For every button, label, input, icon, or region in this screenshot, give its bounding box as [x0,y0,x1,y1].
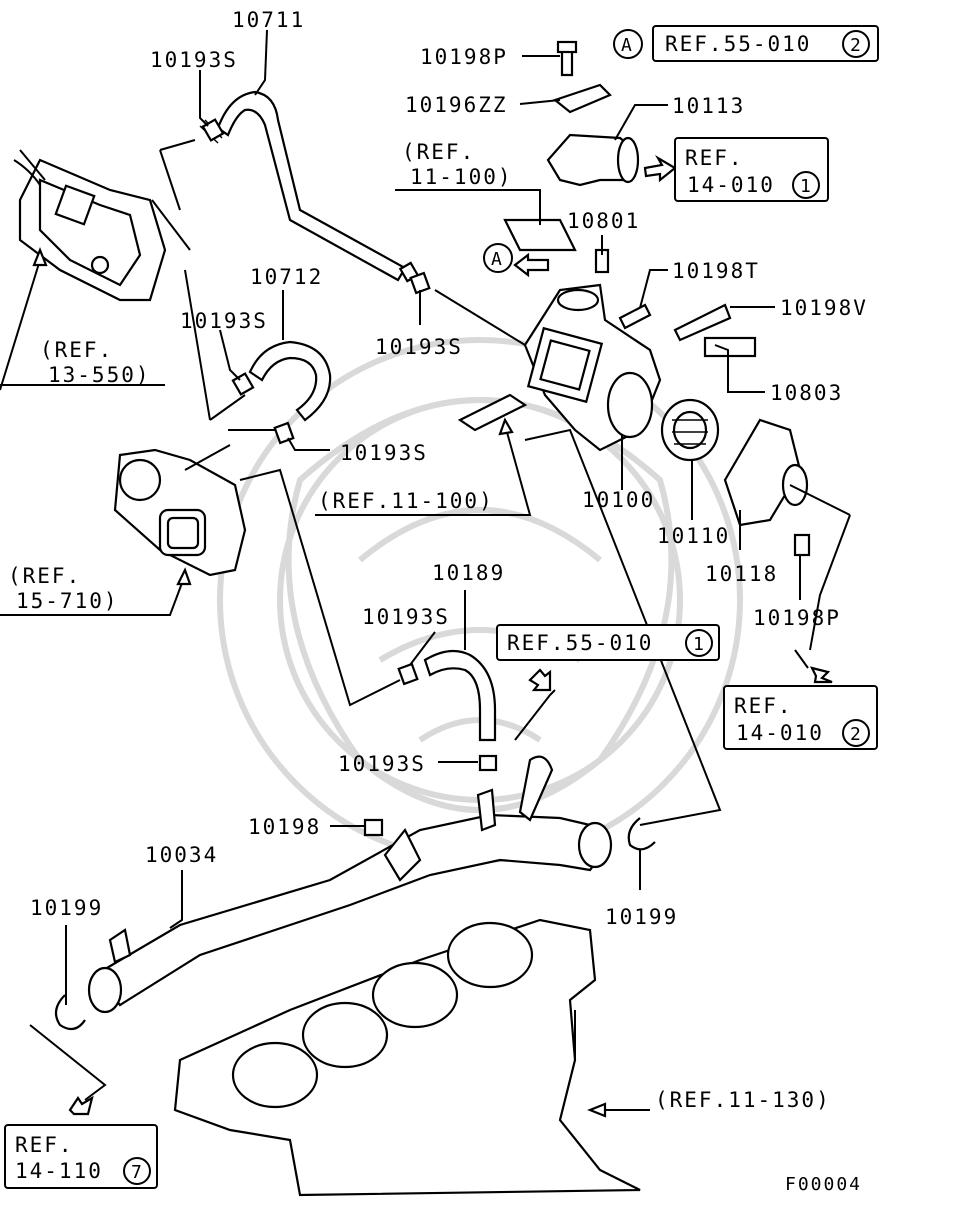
cylinder-head-gasket-drawing [173,918,641,1197]
label-10193s-c: 10193S [375,335,463,359]
ref-55-010-1-text: REF.55-010 [507,631,653,655]
ref-14-010-1-line1: REF. [685,146,744,170]
ref-11-130-text: (REF.11-130) [655,1088,831,1112]
water-outlet-drawing [546,133,640,187]
hose-10189-drawing [423,649,497,742]
ref-14-010-1-callout: REF. 14-010 1 [674,137,829,202]
ref-14-110-7-line2: 14-110 [15,1159,103,1183]
label-10189: 10189 [432,561,505,585]
ref-14-010-2-num: 2 [850,724,863,745]
ref-15-710-callout: (REF. 15-710) [8,564,119,613]
leader-lines [29,29,851,1101]
thermostat-drawing [660,398,720,462]
thermostat-housing-drawing [523,283,662,452]
ref-14-010-2-line1: REF. [734,694,793,718]
valve-body-drawing [113,448,247,577]
ref-11-100-top-line1: (REF. [402,140,475,164]
part-number-labels: 10711 10193S 10198P 10196ZZ 10113 10801 … [30,8,868,929]
ref-14-010-2-callout: REF. 14-010 2 [723,685,878,750]
label-10198: 10198 [248,815,321,839]
label-10198v: 10198V [780,296,868,320]
hose-10712-drawing [248,340,332,422]
ref-55-010-1-callout: REF.55-010 1 [496,624,720,661]
ref-55-010-2-callout: A REF.55-010 2 [613,25,879,62]
ref-14-010-1-line2: 14-010 [687,173,775,197]
ref-14-110-7-line1: REF. [15,1133,74,1157]
label-10113: 10113 [672,94,745,118]
diagram-code: F00004 [785,1174,862,1195]
marker-a: A [491,249,504,270]
ref-55-010-2-prefix: A [621,35,634,56]
reference-callouts: A REF.55-010 2 REF. 14-010 1 (REF. 11-10… [4,25,879,1195]
ref-11-100-mid-callout: (REF.11-100) [318,489,494,513]
label-10118: 10118 [705,562,778,586]
label-10711: 10711 [232,8,305,32]
label-10712: 10712 [250,265,323,289]
water-pipe-drawing [87,755,613,1014]
ref-11-100-top-line2: 11-100) [410,165,513,189]
label-10193s-a: 10193S [150,48,238,72]
thermostat-cover-drawing [723,418,809,527]
label-10803: 10803 [770,381,843,405]
label-10801: 10801 [567,209,640,233]
ref-13-550-line2: 13-550) [48,363,151,387]
ref-14-110-7-callout: REF. 14-110 7 [4,1124,158,1189]
ref-55-010-1-num: 1 [693,634,706,655]
label-10196zz: 10196ZZ [405,93,508,117]
label-10199-left: 10199 [30,896,103,920]
ref-13-550-callout: (REF. 13-550) [40,338,151,387]
hose-10711-drawing [199,90,420,283]
ref-14-110-7-num: 7 [131,1162,144,1183]
marker-a-callout: A [483,243,513,273]
label-10193s-d: 10193S [340,441,428,465]
label-10198p-bottom: 10198P [753,606,841,630]
ref-13-550-line1: (REF. [40,338,113,362]
label-10193s-b: 10193S [180,309,268,333]
ref-15-710-line1: (REF. [8,564,81,588]
ref-14-010-2-line2: 14-010 [736,721,824,745]
o-rings [54,817,656,1031]
ref-11-130-callout: (REF.11-130) [655,1088,831,1112]
gasket-sheets [457,218,577,432]
ref-11-100-top-callout: (REF. 11-100) [402,140,513,189]
ref-11-100-mid-text: (REF.11-100) [318,489,494,513]
label-10193s-f: 10193S [338,752,426,776]
label-10110: 10110 [657,524,730,548]
label-10198t: 10198T [672,259,760,283]
ref-15-710-line2: 15-710) [16,589,119,613]
label-10100: 10100 [582,488,655,512]
ref-55-010-2-text: REF.55-010 [665,32,811,56]
ref-55-010-2-num: 2 [850,35,863,56]
throttle-body-drawing [13,149,167,302]
reference-arrows [0,154,833,1118]
bolts-and-sensors [363,40,811,837]
label-10034: 10034 [145,843,218,867]
label-10198p-top: 10198P [420,45,508,69]
label-10199-right: 10199 [605,905,678,929]
ref-14-010-1-num: 1 [800,176,813,197]
label-10193s-e: 10193S [362,605,450,629]
